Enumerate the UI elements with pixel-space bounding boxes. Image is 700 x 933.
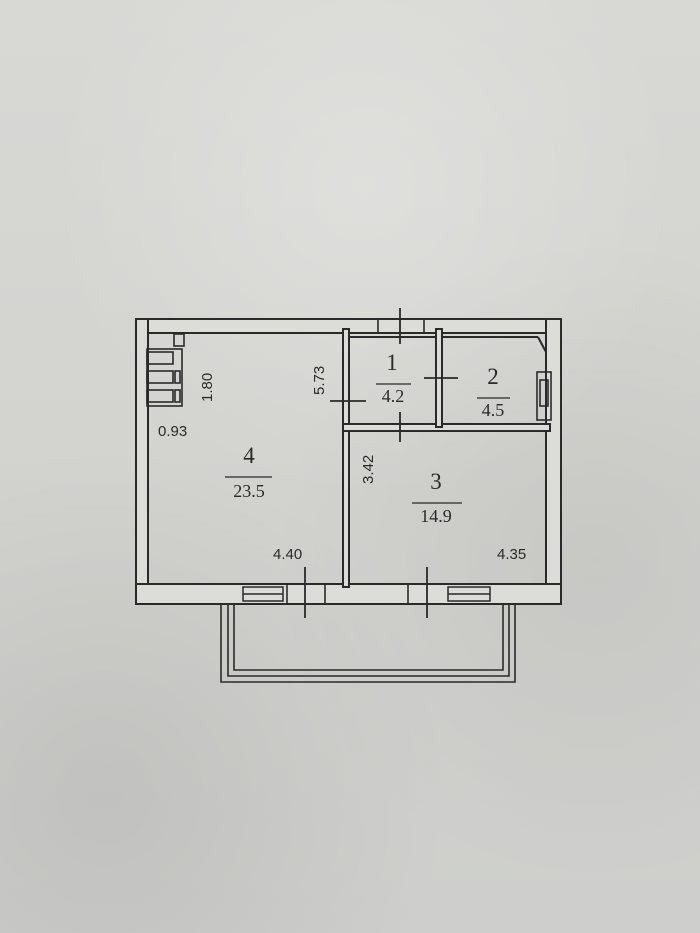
svg-text:14.9: 14.9 xyxy=(420,506,452,526)
dim-room3-depth: 3.42 xyxy=(360,455,377,484)
svg-text:23.5: 23.5 xyxy=(233,481,265,501)
window-center xyxy=(286,584,409,604)
svg-text:4: 4 xyxy=(243,443,255,468)
dim-living-width: 4.40 xyxy=(273,546,302,563)
vent-icon xyxy=(173,333,185,347)
interior-walls xyxy=(342,328,551,588)
dim-kitchen-width: 1.80 xyxy=(199,373,216,402)
room-4-label: 4 23.5 xyxy=(225,443,272,501)
window-right xyxy=(447,586,491,602)
wall-ticks xyxy=(304,308,458,618)
svg-text:1: 1 xyxy=(386,350,398,375)
top-wall-notch xyxy=(377,319,425,333)
svg-text:4.2: 4.2 xyxy=(382,386,405,406)
room-3-label: 3 14.9 xyxy=(412,469,462,526)
bathtub-icon xyxy=(536,371,552,421)
dim-living-length: 5.73 xyxy=(311,366,328,395)
room-2-label: 2 4.5 xyxy=(477,364,510,420)
stove-icon xyxy=(146,348,183,407)
svg-text:4.5: 4.5 xyxy=(482,400,505,420)
room-1-label: 1 4.2 xyxy=(376,350,411,406)
svg-text:2: 2 xyxy=(487,364,499,389)
svg-text:3: 3 xyxy=(430,469,442,494)
window-left xyxy=(242,586,284,602)
dim-kitchen-offset: 0.93 xyxy=(158,423,187,440)
dim-room3-width: 4.35 xyxy=(497,546,526,563)
balcony xyxy=(220,604,516,683)
